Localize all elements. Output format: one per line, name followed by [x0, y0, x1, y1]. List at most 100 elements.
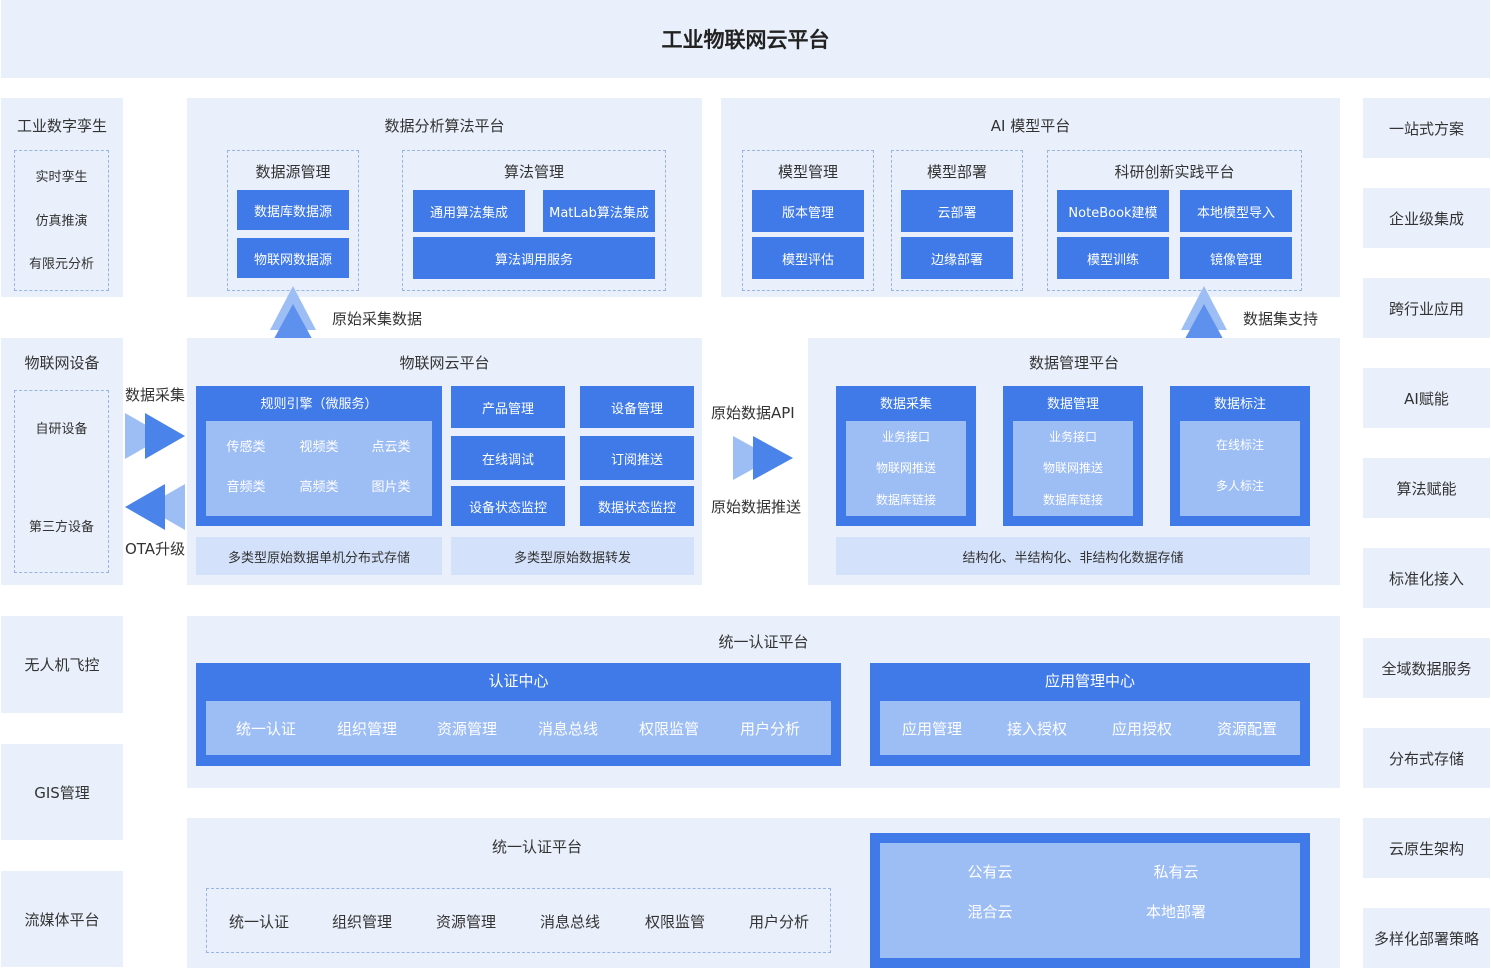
datasource-title: 数据源管理	[255, 162, 331, 181]
raw-collect-up-arrow-icon	[270, 286, 316, 346]
right-item: 云原生架构	[1363, 818, 1490, 878]
research-title: 科研创新实践平台	[1114, 162, 1235, 181]
right-item: 一站式方案	[1363, 98, 1490, 158]
type-item: 音频类	[226, 479, 266, 495]
right-item: 跨行业应用	[1363, 278, 1490, 338]
iot-device-title: 物联网设备	[24, 353, 100, 372]
dataset-support-label: 数据集支持	[1243, 310, 1319, 328]
public-cloud-item: 公有云	[967, 862, 1013, 881]
dm-manage-item: 数据库链接	[1042, 492, 1103, 507]
iot-device-item: 自研设备	[35, 421, 88, 437]
auth2-item: 资源管理	[435, 912, 496, 931]
local-deploy-item: 本地部署	[1145, 902, 1206, 921]
auth-platform-2-items: 统一认证 组织管理 资源管理 消息总线 权限监管 用户分析	[206, 888, 831, 953]
dm-collect-item: 业务接口	[881, 429, 930, 444]
data-status-monitor-box: 数据状态监控	[580, 486, 694, 526]
edge-deploy-box: 边缘部署	[901, 237, 1013, 279]
dm-manage-item: 物联网推送	[1042, 460, 1103, 475]
dm-collect-item: 物联网推送	[875, 460, 936, 475]
product-mgmt-box: 产品管理	[451, 386, 565, 428]
iot-device-panel: 物联网设备 自研设备 第三方设备	[1, 338, 123, 585]
algo-platform-title: 数据分析算法平台	[384, 116, 505, 135]
auth2-item: 用户分析	[748, 912, 809, 931]
digital-twin-title: 工业数字孪生	[16, 116, 107, 135]
model-training-box: 模型训练	[1057, 237, 1169, 279]
matlab-algo-box: MatLab算法集成	[543, 190, 655, 232]
algorithm-group: 算法管理 通用算法集成 MatLab算法集成 算法调用服务	[402, 150, 666, 291]
deployment-box: 公有云 私有云 混合云 本地部署	[870, 833, 1310, 968]
notebook-box: NoteBook建模	[1057, 190, 1169, 232]
digital-twin-item: 仿真推演	[35, 213, 88, 229]
auth-platform-2-panel: 统一认证平台 统一认证 组织管理 资源管理 消息总线 权限监管 用户分析 公有云…	[187, 818, 1340, 968]
app-mgmt-item: 资源配置	[1216, 719, 1277, 738]
dm-label-item: 在线标注	[1215, 437, 1264, 452]
dm-manage-item: 业务接口	[1048, 429, 1097, 444]
hybrid-cloud-item: 混合云	[967, 902, 1013, 921]
dm-manage-list: 业务接口 物联网推送 数据库链接	[1013, 421, 1133, 516]
data-collect-label: 数据采集	[125, 386, 186, 404]
app-mgmt-item: 应用管理	[901, 719, 962, 738]
dm-collect-column: 数据采集 业务接口 物联网推送 数据库链接	[836, 386, 976, 526]
ota-left-arrow-icon	[125, 484, 185, 530]
dm-collect-item: 数据库链接	[875, 492, 936, 507]
auth2-item: 统一认证	[228, 912, 289, 931]
algorithm-title: 算法管理	[503, 162, 564, 181]
type-item: 视频类	[299, 439, 339, 455]
dm-collect-title: 数据采集	[879, 396, 932, 412]
research-group: 科研创新实践平台 NoteBook建模 本地模型导入 模型训练 镜像管理	[1047, 150, 1302, 291]
rule-engine-box: 规则引擎（微服务） 传感类 视频类 点云类 音频类 高频类 图片类	[196, 386, 442, 526]
raw-storage-box: 多类型原始数据单机分布式存储	[196, 537, 442, 575]
auth-center-item: 用户分析	[739, 719, 800, 738]
app-mgmt-center-box: 应用管理中心 应用管理 接入授权 应用授权 资源配置	[870, 663, 1310, 766]
app-mgmt-item: 应用授权	[1111, 719, 1172, 738]
auth-center-item: 权限监管	[638, 719, 699, 738]
auth-platform-2-title: 统一认证平台	[491, 837, 582, 856]
model-eval-box: 模型评估	[752, 237, 864, 279]
image-mgmt-box: 镜像管理	[1180, 237, 1292, 279]
auth-center-item: 资源管理	[436, 719, 497, 738]
model-deploy-title: 模型部署	[926, 162, 987, 181]
digital-twin-panel: 工业数字孪生 实时孪生 仿真推演 有限元分析	[1, 98, 123, 297]
iot-device-item: 第三方设备	[28, 519, 94, 535]
raw-data-right-arrow-icon	[733, 436, 793, 480]
app-mgmt-center-title: 应用管理中心	[1044, 671, 1135, 690]
dataset-support-up-arrow-icon	[1181, 286, 1227, 346]
dm-manage-column: 数据管理 业务接口 物联网推送 数据库链接	[1003, 386, 1143, 526]
dm-label-list: 在线标注 多人标注	[1180, 421, 1300, 516]
right-item: AI赋能	[1363, 368, 1490, 428]
model-mgmt-title: 模型管理	[777, 162, 838, 181]
page-title: 工业物联网云平台	[661, 28, 830, 52]
auth2-item: 消息总线	[539, 912, 600, 931]
gis-box: GIS管理	[1, 744, 123, 840]
datasource-db-box: 数据库数据源	[237, 190, 349, 230]
algo-call-service-box: 算法调用服务	[413, 237, 655, 279]
rule-engine-types: 传感类 视频类 点云类 音频类 高频类 图片类	[206, 421, 432, 516]
type-item: 高频类	[299, 479, 339, 495]
type-item: 传感类	[226, 439, 266, 455]
dm-storage-box: 结构化、半结构化、非结构化数据存储	[836, 537, 1310, 575]
private-cloud-item: 私有云	[1153, 862, 1199, 881]
dm-collect-list: 业务接口 物联网推送 数据库链接	[846, 421, 966, 516]
cloud-deploy-box: 云部署	[901, 190, 1013, 232]
streaming-box: 流媒体平台	[1, 871, 123, 967]
dm-manage-title: 数据管理	[1046, 396, 1099, 412]
algo-platform-panel: 数据分析算法平台 数据源管理 数据库数据源 物联网数据源 算法管理 通用算法集成…	[187, 98, 702, 297]
right-item: 算法赋能	[1363, 458, 1490, 518]
digital-twin-item: 有限元分析	[28, 256, 94, 272]
auth-platform-panel: 统一认证平台 认证中心 统一认证 组织管理 资源管理 消息总线 权限监管 用户分…	[187, 616, 1340, 788]
app-mgmt-item: 接入授权	[1006, 719, 1067, 738]
auth-center-item: 组织管理	[336, 719, 397, 738]
digital-twin-list: 实时孪生 仿真推演 有限元分析	[14, 150, 109, 291]
header-bar: 工业物联网云平台	[1, 0, 1490, 78]
iot-device-list: 自研设备 第三方设备	[14, 390, 109, 573]
datasource-group: 数据源管理 数据库数据源 物联网数据源	[227, 150, 359, 291]
device-mgmt-box: 设备管理	[580, 386, 694, 428]
model-deploy-group: 模型部署 云部署 边缘部署	[891, 150, 1023, 291]
iot-platform-panel: 物联网云平台 规则引擎（微服务） 传感类 视频类 点云类 音频类 高频类 图片类…	[187, 338, 702, 585]
version-mgmt-box: 版本管理	[752, 190, 864, 232]
auth-center-box: 认证中心 统一认证 组织管理 资源管理 消息总线 权限监管 用户分析	[196, 663, 841, 766]
iot-platform-title: 物联网云平台	[399, 353, 490, 372]
online-debug-box: 在线调试	[451, 436, 565, 480]
right-item: 标准化接入	[1363, 548, 1490, 608]
local-model-import-box: 本地模型导入	[1180, 190, 1292, 232]
